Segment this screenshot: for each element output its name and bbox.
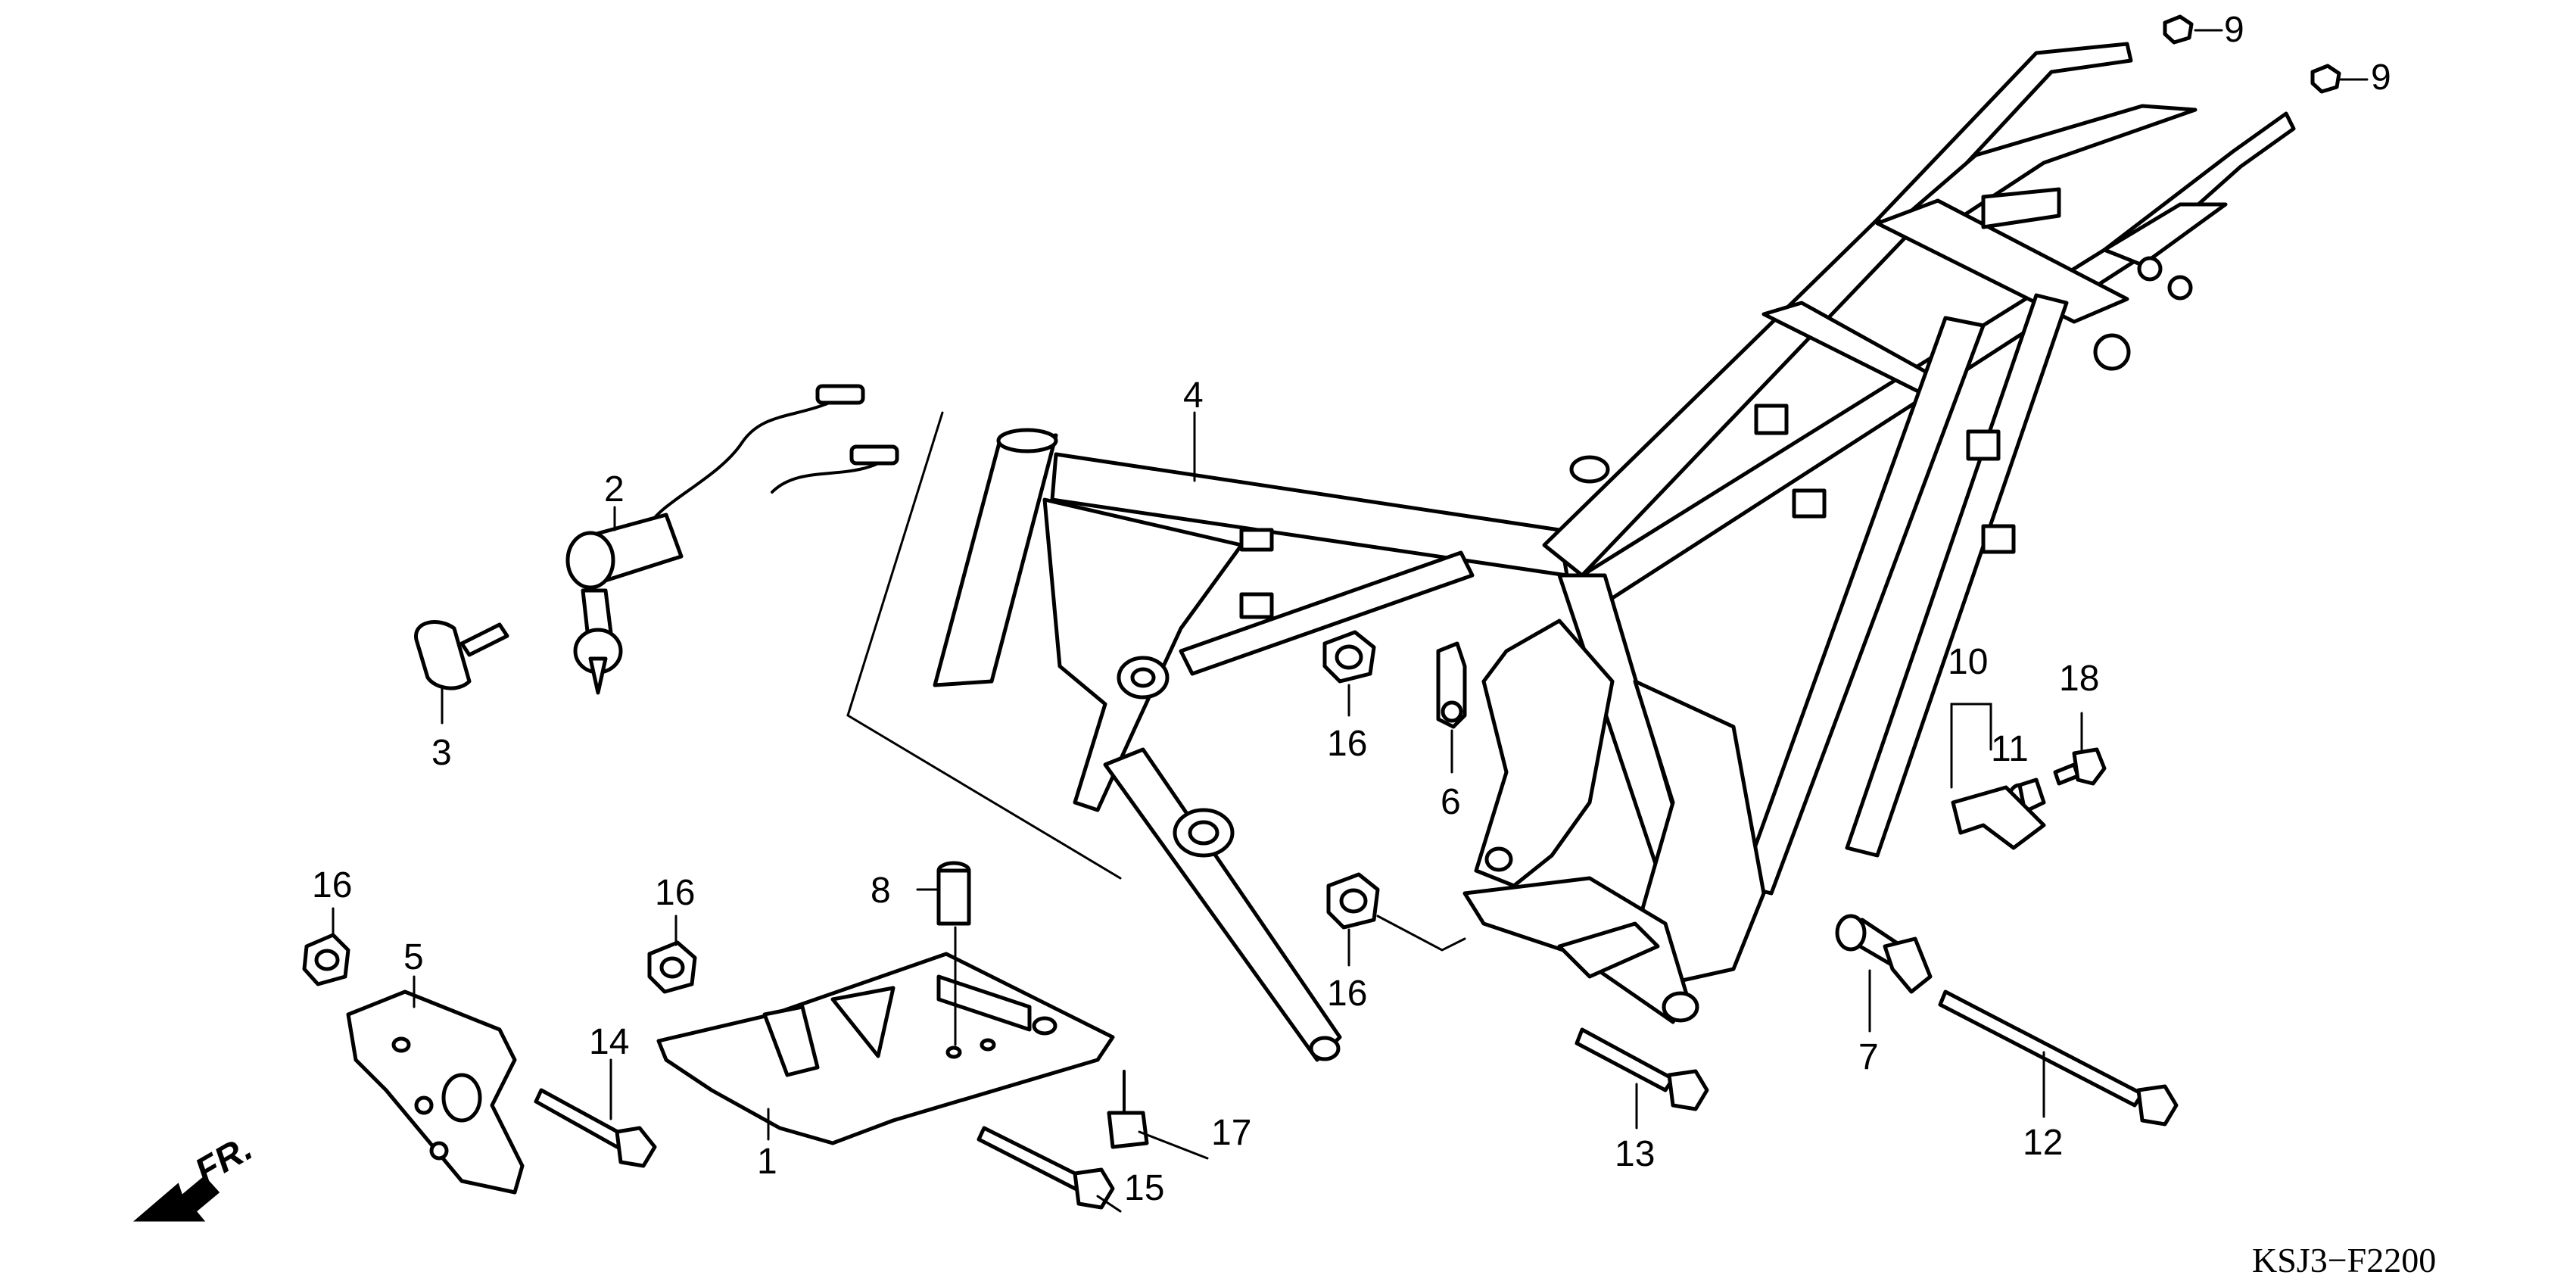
leader-lines <box>332 29 2369 1213</box>
callout-4: 4 <box>1183 376 1204 416</box>
callout-17: 17 <box>1211 1113 1251 1153</box>
callout-1: 1 <box>757 1142 777 1182</box>
bracket-10 <box>1951 785 2046 850</box>
bolt-12 <box>1938 989 2179 1127</box>
flange-nut-16-upper <box>1322 630 1376 684</box>
skid-plate-1 <box>656 952 1115 1145</box>
arrow-icon <box>132 1175 220 1222</box>
callout-9-a: 9 <box>2224 10 2244 50</box>
collar-7 <box>1835 914 1933 994</box>
bolt-17 <box>1107 1070 1149 1149</box>
callout-15: 15 <box>1124 1168 1164 1208</box>
frame-body <box>846 42 2296 1062</box>
bolt-15 <box>977 1126 1115 1210</box>
bolt-13 <box>1575 1027 1709 1111</box>
callout-16-d: 16 <box>655 873 695 913</box>
diagram-code: KSJ3−F2200 <box>2252 1241 2436 1279</box>
bracket-6 <box>1436 641 1467 729</box>
callout-12: 12 <box>2023 1123 2063 1163</box>
callout-2: 2 <box>604 469 625 510</box>
callout-11: 11 <box>1991 729 2029 769</box>
callout-9-b: 9 <box>2371 58 2391 98</box>
cap-nut-9-b <box>2310 64 2341 94</box>
cap-nut-9-a <box>2163 14 2194 45</box>
key <box>414 620 509 690</box>
callout-7: 7 <box>1858 1037 1879 1077</box>
callout-10: 10 <box>1948 642 1988 682</box>
callout-numbers: 1 2 3 4 5 6 7 8 9 9 10 11 12 13 14 15 16… <box>312 10 2391 1208</box>
callout-3: 3 <box>431 733 452 773</box>
callout-16-c: 16 <box>312 865 352 905</box>
flange-nut-16-mid <box>647 940 697 994</box>
flange-nut-16-lower-right <box>1326 872 1380 930</box>
screw-8 <box>936 861 971 1046</box>
bolt-18 <box>2053 747 2107 786</box>
callout-13: 13 <box>1615 1134 1655 1174</box>
callout-14: 14 <box>589 1022 629 1062</box>
ignition-switch <box>565 384 899 695</box>
front-direction-arrow: FR. <box>132 1128 259 1222</box>
callout-6: 6 <box>1441 782 1461 822</box>
callout-18: 18 <box>2059 659 2099 699</box>
callout-8: 8 <box>871 871 891 911</box>
callout-16-b: 16 <box>1327 974 1367 1014</box>
callout-5: 5 <box>403 937 424 977</box>
callout-16-a: 16 <box>1327 724 1367 764</box>
engine-hanger-5 <box>346 989 525 1195</box>
bolt-14 <box>534 1088 657 1168</box>
flange-nut-16-left <box>302 933 350 986</box>
